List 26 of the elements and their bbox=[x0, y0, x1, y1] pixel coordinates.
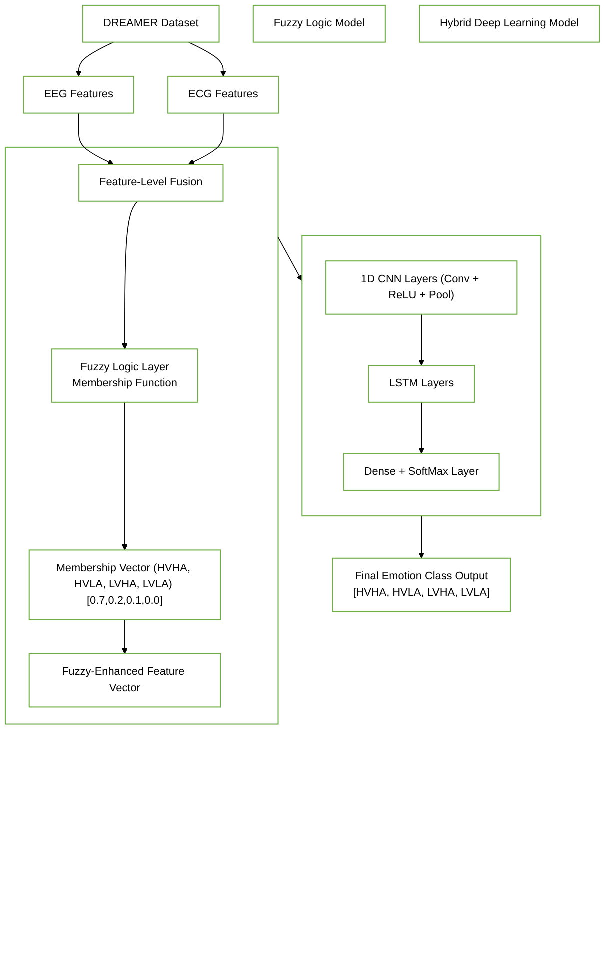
arrow bbox=[188, 112, 224, 165]
node-box: LSTM Layers bbox=[368, 365, 476, 403]
arrow bbox=[188, 42, 226, 77]
node-box: Dense + SoftMax Layer bbox=[343, 453, 500, 491]
arrow bbox=[76, 42, 114, 77]
node-box: Feature-Level Fusion bbox=[78, 164, 224, 202]
node-box: EEG Features bbox=[23, 76, 134, 114]
node-box: Fuzzy Logic Model bbox=[252, 4, 386, 43]
arrow bbox=[122, 619, 128, 654]
cluster bbox=[4, 146, 279, 725]
node-box: ECG Features bbox=[168, 76, 280, 114]
arrow bbox=[78, 112, 114, 165]
arrow bbox=[122, 402, 128, 550]
arrow bbox=[122, 200, 138, 350]
arrow bbox=[418, 314, 425, 366]
node-box: Fuzzy-Enhanced Feature Vector bbox=[28, 653, 221, 708]
node-box: 1D CNN Layers (Conv + ReLU + Pool) bbox=[326, 260, 518, 315]
node-box: Fuzzy Logic Layer Membership Function bbox=[51, 348, 198, 403]
node-box: DREAMER Dataset bbox=[82, 4, 220, 43]
arrow bbox=[418, 516, 425, 559]
node-box: Hybrid Deep Learning Model bbox=[419, 4, 600, 43]
cluster bbox=[302, 235, 542, 517]
node-box: Membership Vector (HVHA, HVLA, LVHA, LVLA) [0.7,0.2,0.1,0.0] bbox=[28, 550, 221, 620]
node-box: Final Emotion Class Output [HVHA, HVLA, LVHA, LVLA] bbox=[332, 558, 511, 612]
arrow bbox=[278, 237, 302, 282]
arrow bbox=[418, 402, 425, 454]
